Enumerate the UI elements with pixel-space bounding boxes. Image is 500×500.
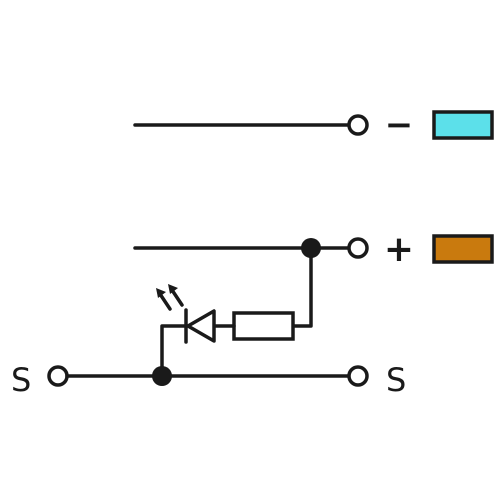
resistor-feed-wire xyxy=(291,246,313,328)
plus-line-group: + xyxy=(133,229,494,270)
light-emitting-diode-icon xyxy=(156,284,216,344)
minus-sign: − xyxy=(385,105,414,145)
light-emission-arrows-icon xyxy=(156,284,184,311)
plus-sign: + xyxy=(384,229,414,270)
s-line-group: S S xyxy=(11,361,406,399)
plus-terminal xyxy=(347,237,369,259)
right-s-label: S xyxy=(386,361,406,399)
minus-terminal xyxy=(347,114,369,136)
left-s-terminal xyxy=(47,365,69,387)
s-junction xyxy=(152,366,172,386)
diode-triangle xyxy=(186,309,216,343)
right-s-terminal xyxy=(347,365,369,387)
minus-line-group: − xyxy=(133,105,494,145)
plus-color-block xyxy=(432,234,494,264)
left-s-label: S xyxy=(11,361,31,399)
led-return-wire xyxy=(160,324,188,378)
minus-color-block xyxy=(432,110,494,140)
resistor-icon xyxy=(232,311,295,341)
